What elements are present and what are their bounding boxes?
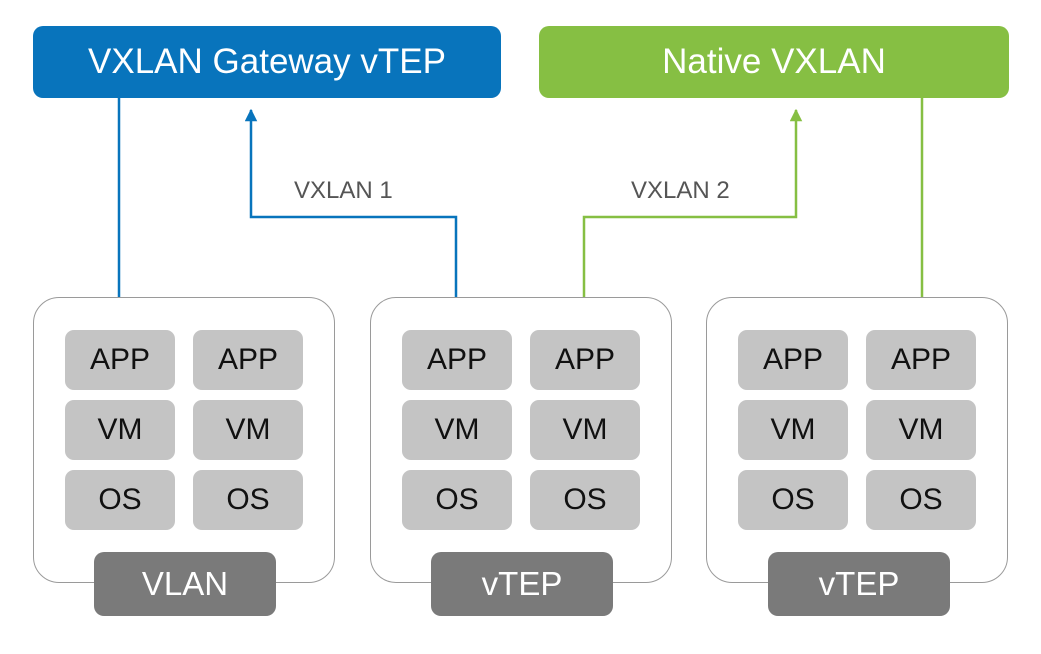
app-tile: APP bbox=[530, 330, 640, 390]
vxlan2-label: VXLAN 2 bbox=[631, 177, 730, 204]
os-tile: OS bbox=[738, 470, 848, 530]
vm-tile: VM bbox=[402, 400, 512, 460]
app-tile: APP bbox=[193, 330, 303, 390]
os-tile: OS bbox=[65, 470, 175, 530]
vm-tile: VM bbox=[530, 400, 640, 460]
os-tile: OS bbox=[193, 470, 303, 530]
native-vxlan-header: Native VXLAN bbox=[539, 26, 1009, 98]
host-vtep-right: APP VM OS APP VM OS bbox=[706, 297, 1008, 583]
os-tile: OS bbox=[402, 470, 512, 530]
vxlan-gateway-vtep-header: VXLAN Gateway vTEP bbox=[33, 26, 501, 98]
vxlan1-arrow bbox=[244, 108, 458, 328]
app-tile: APP bbox=[738, 330, 848, 390]
host-vlan: APP VM OS APP VM OS bbox=[33, 297, 335, 583]
host-label-vtep-right: vTEP bbox=[768, 552, 950, 616]
app-tile: APP bbox=[402, 330, 512, 390]
vm-tile: VM bbox=[65, 400, 175, 460]
vxlan1-label: VXLAN 1 bbox=[294, 177, 393, 204]
app-tile: APP bbox=[866, 330, 976, 390]
vxlan2-arrow bbox=[582, 108, 803, 328]
vm-tile: VM bbox=[738, 400, 848, 460]
host-vtep-middle: APP VM OS APP VM OS bbox=[370, 297, 672, 583]
host-label-vlan: VLAN bbox=[94, 552, 276, 616]
os-tile: OS bbox=[866, 470, 976, 530]
vm-tile: VM bbox=[193, 400, 303, 460]
vm-tile: VM bbox=[866, 400, 976, 460]
app-tile: APP bbox=[65, 330, 175, 390]
os-tile: OS bbox=[530, 470, 640, 530]
host-label-vtep-middle: vTEP bbox=[431, 552, 613, 616]
